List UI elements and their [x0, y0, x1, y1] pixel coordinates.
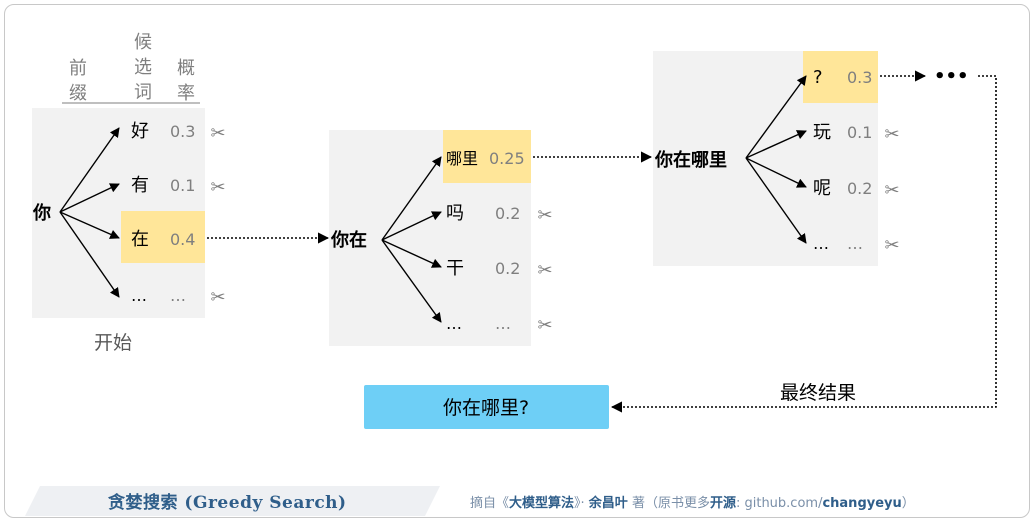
- step3-candidate-word: 呢: [813, 178, 831, 199]
- step2-candidate-prob: 0.25: [489, 149, 525, 168]
- step2-candidate-word: 吗: [446, 203, 464, 224]
- step1-candidate-prob: 0.3: [170, 122, 195, 141]
- credit-source-user: changyeyu: [822, 496, 902, 511]
- credit-author: 余昌叶: [588, 496, 628, 511]
- step3-prefix: 你在哪里: [654, 149, 727, 171]
- footer-title: 贪婪搜索 (Greedy Search): [108, 493, 347, 513]
- footer-bar: [25, 486, 440, 516]
- step3-candidate-prob: 0.1: [847, 123, 872, 142]
- step1-branches: [59, 127, 120, 298]
- scissors-icon: ✂: [210, 123, 225, 144]
- scissors-icon: ✂: [537, 260, 552, 281]
- step1-candidate-prob: …: [170, 286, 186, 305]
- dotted-connectors: [207, 70, 997, 413]
- step2-prefix: 你在: [330, 229, 367, 251]
- step2-candidate-word: 干: [446, 258, 464, 279]
- column-headers: 前缀 候选词 概率: [69, 32, 195, 104]
- result-text: 你在哪里?: [443, 397, 529, 419]
- step3-candidate-word: ?: [813, 67, 823, 88]
- step2-candidate-word: 哪里: [446, 149, 478, 168]
- step1-candidate-word: …: [131, 286, 147, 305]
- step3-candidate-word: 玩: [813, 122, 831, 143]
- continuation-dots: •••: [934, 66, 969, 87]
- step2-candidate-word: …: [446, 314, 462, 333]
- credit-suffix: 著（原书更多: [627, 496, 710, 511]
- scissors-icon: ✂: [210, 177, 225, 198]
- header-probability: 概率: [177, 58, 195, 104]
- step1-candidate-prob: 0.4: [170, 230, 195, 249]
- step1-candidate-word: 有: [131, 175, 149, 196]
- step1-candidate-word: 在: [131, 229, 149, 250]
- final-result-label: 最终结果: [780, 382, 856, 404]
- credit-book: 大模型算法: [509, 496, 575, 511]
- step2-selected-highlight: [443, 130, 531, 183]
- step3-candidate-prob: 0.2: [847, 179, 872, 198]
- credit-source-label: 开源: [709, 496, 736, 511]
- candidate-rows: 好 0.3 ✂ 有 0.1 ✂ 在 0.4 … … ✂ 哪里 0.25 吗 0.2 ✂ 干 0.2 ✂ … … ✂? 0.3…: [131, 67, 900, 336]
- step3-candidate-prob: …: [847, 234, 863, 253]
- step3-branches: [745, 75, 807, 244]
- step3-candidate-prob: 0.3: [847, 68, 872, 87]
- step3-candidate-word: …: [813, 234, 829, 253]
- step1-selected-highlight: [121, 211, 205, 263]
- start-label: 开始: [94, 332, 132, 354]
- step3-selected-highlight: [803, 51, 878, 103]
- header-prefix: 前缀: [69, 58, 87, 104]
- scissors-icon: ✂: [884, 180, 899, 201]
- step2-candidate-prob: 0.2: [495, 204, 520, 223]
- scissors-icon: ✂: [884, 124, 899, 145]
- credit-mid: 》·: [574, 496, 589, 511]
- credit-source-text: : github.com/: [735, 496, 823, 511]
- step1-candidate-prob: 0.1: [170, 176, 195, 195]
- step2-candidate-prob: 0.2: [495, 259, 520, 278]
- credit-prefix: 摘自《: [470, 496, 510, 511]
- scissors-icon: ✂: [884, 235, 899, 256]
- header-candidate: 候选词: [134, 32, 152, 103]
- step1-prefix: 你: [32, 202, 51, 224]
- step2-candidate-prob: …: [495, 314, 511, 333]
- step2-branches: [381, 156, 442, 323]
- result-box: [364, 385, 609, 429]
- scissors-icon: ✂: [537, 315, 552, 336]
- footer-credit: 摘自《大模型算法》· 余昌叶 著（原书更多开源: github.com/chan…: [470, 492, 915, 511]
- scissors-icon: ✂: [210, 287, 225, 308]
- credit-end: ）: [901, 496, 915, 511]
- scissors-icon: ✂: [537, 205, 552, 226]
- step1-candidate-word: 好: [131, 121, 149, 142]
